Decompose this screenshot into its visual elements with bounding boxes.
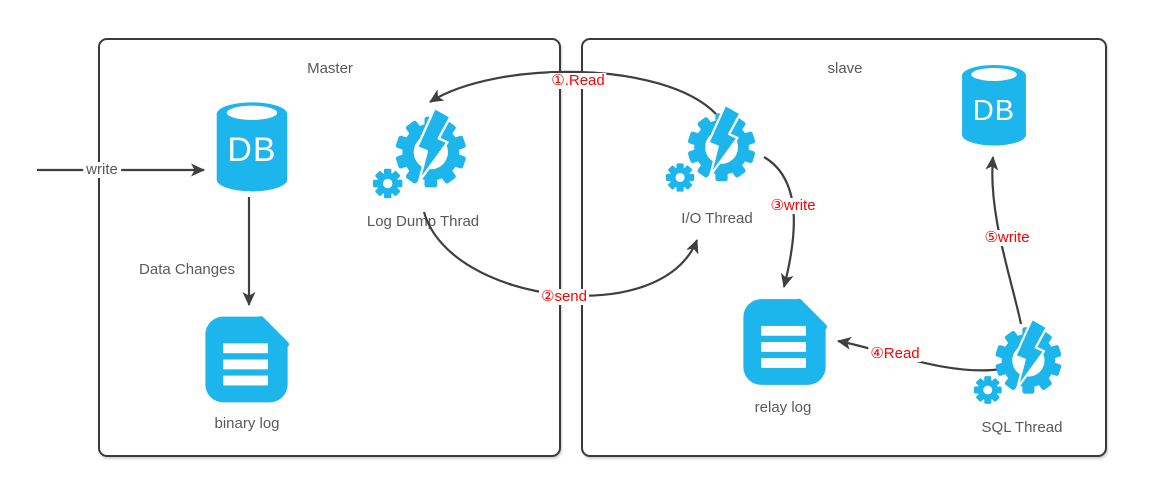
data-changes-arrow-label: Data Changes	[139, 261, 235, 278]
step3-write-label: ③write	[768, 197, 818, 214]
log-dump-thread-caption: Log Dump Thrad	[363, 214, 483, 230]
binary-log-document-icon	[200, 311, 293, 408]
master-container	[98, 38, 561, 457]
log-dump-thread-gear-icon	[372, 106, 474, 210]
step1-read-arrow	[429, 70, 717, 115]
relay-log-document-icon	[738, 292, 831, 392]
sql-thread-caption: SQL Thread	[981, 419, 1063, 436]
master-title: Master	[307, 60, 353, 77]
step2-send-arrow	[422, 211, 699, 297]
slave-db-label: DB	[972, 95, 1016, 127]
step4-read-label: ④Read	[868, 345, 922, 362]
step5-write-label: ⑤write	[982, 229, 1032, 246]
slave-title: slave	[827, 60, 863, 77]
binary-log-caption: binary log	[214, 415, 280, 432]
write-arrow-label: write	[83, 162, 121, 178]
io-thread-caption: I/O Thread	[678, 211, 756, 227]
step1-read-label: ①.Read	[549, 72, 607, 89]
step2-send-label: ②send	[539, 288, 589, 305]
io-thread-gear-icon	[664, 104, 764, 202]
slave-container	[581, 38, 1107, 457]
step3-write-arrow	[763, 156, 795, 288]
relay-log-caption: relay log	[754, 399, 812, 416]
master-db-label: DB	[227, 131, 277, 169]
sql-thread-gear-icon	[972, 318, 1070, 414]
